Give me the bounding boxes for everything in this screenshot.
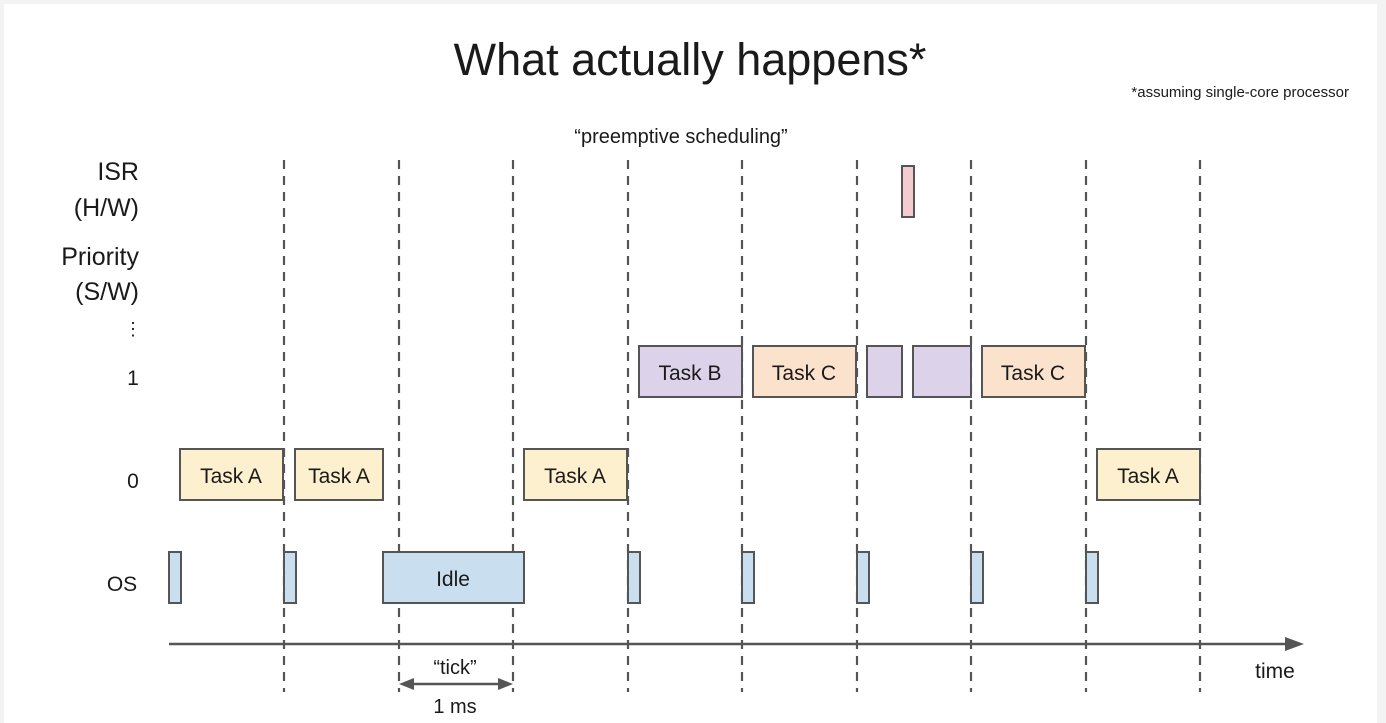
tick-duration-label: 1 ms xyxy=(433,696,476,718)
task-a-label: Task A xyxy=(308,465,370,488)
time-axis-arrowhead xyxy=(1285,637,1304,651)
subtitle: “preemptive scheduling” xyxy=(574,126,787,148)
tick-lines xyxy=(282,160,1202,692)
row-label-priority: Priority xyxy=(61,243,139,271)
isr-block xyxy=(901,165,915,218)
os-tick-block xyxy=(970,551,984,604)
task-a-block xyxy=(294,448,384,501)
idle-block xyxy=(382,551,525,604)
task-a-block xyxy=(179,448,284,501)
task-b-block xyxy=(912,345,972,398)
task-b-label: Task B xyxy=(658,362,721,385)
row-label-ellipsis: ⋮ xyxy=(124,319,142,339)
os-tick-block xyxy=(168,551,182,604)
task-a-block xyxy=(523,448,628,501)
time-axis-label: time xyxy=(1255,660,1295,683)
task-c-block xyxy=(981,345,1086,398)
task-a-label: Task A xyxy=(544,465,606,488)
row-label-os: OS xyxy=(107,573,137,596)
row-label-priority-0: 0 xyxy=(127,470,139,493)
task-c-label: Task C xyxy=(1001,362,1065,385)
task-a-block xyxy=(1096,448,1201,501)
task-c-label: Task C xyxy=(772,362,836,385)
row-label-isr: ISR xyxy=(97,158,139,186)
task-b-block xyxy=(866,345,903,398)
row-label-priority-1: 1 xyxy=(127,367,139,390)
scheduling-diagram: What actually happens* *assuming single-… xyxy=(61,34,1349,718)
tick-label: “tick” xyxy=(433,657,476,679)
row-label-priority-sw: (S/W) xyxy=(75,278,139,306)
slide: What actually happens* *assuming single-… xyxy=(4,4,1377,723)
row-label-isr-hw: (H/W) xyxy=(74,194,139,222)
idle-label: Idle xyxy=(436,568,470,591)
task-a-label: Task A xyxy=(1117,465,1179,488)
task-c-block xyxy=(752,345,857,398)
os-tick-block xyxy=(1085,551,1099,604)
task-b-block xyxy=(638,345,743,398)
os-tick-block xyxy=(741,551,755,604)
footnote: *assuming single-core processor xyxy=(1131,84,1349,101)
tick-interval-arrow xyxy=(399,678,513,690)
os-tick-block xyxy=(283,551,297,604)
os-tick-block xyxy=(627,551,641,604)
diagram-title: What actually happens* xyxy=(454,34,927,85)
task-a-label: Task A xyxy=(200,465,262,488)
os-tick-block xyxy=(856,551,870,604)
